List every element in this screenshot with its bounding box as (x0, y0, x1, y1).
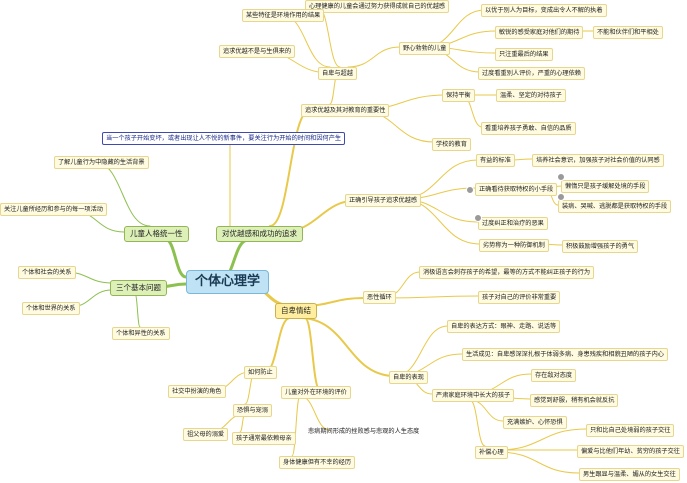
topic-node[interactable]: 严肃家庭环境中长大的孩子 (432, 389, 515, 402)
connector-line (291, 395, 301, 457)
topic-node[interactable]: 孩子通常最依赖母亲 (232, 432, 296, 445)
topic-node[interactable]: 保持平衡 (442, 89, 475, 102)
topic-node[interactable]: 只和比自己处境弱的孩子交往 (586, 424, 675, 437)
topic-node[interactable]: 追求优越不是与生俱来的 (219, 45, 296, 58)
branch-child-unity[interactable]: 儿童人格统一性 (124, 226, 189, 242)
topic-node[interactable]: 儿童对外在环境的评价 (281, 386, 351, 399)
connector-line (347, 46, 401, 68)
topic-node[interactable]: 生活成见：自卑感深深扎根于体弱多病、身患残疾和相貌丑陋的孩子内心 (462, 348, 668, 361)
topic-node[interactable]: 培养社会意识，加强孩子对社会价值的认同感 (532, 154, 664, 167)
topic-node[interactable]: 存在敌对态度 (531, 369, 577, 382)
topic-node[interactable]: 正确引导孩子追求优越感 (345, 194, 422, 207)
topic-node[interactable]: 某些特征是环境作用的结果 (242, 9, 325, 22)
topic-node[interactable]: 有益的标准 (476, 154, 515, 167)
topic-node[interactable]: 消极语言会刺存孩子的希望，最等的方式不能纠正孩子的行为 (419, 266, 595, 279)
warning-marker-icon (557, 173, 565, 181)
connector-line (497, 451, 580, 474)
topic-node[interactable]: 祖父母的溺爱 (183, 428, 229, 441)
branch-inferiority[interactable]: 自卑情结 (275, 303, 317, 319)
topic-node[interactable]: 偏爱与比他们年幼、贫穷的孩子交往 (577, 445, 684, 458)
topic-node[interactable]: 如何防止 (244, 366, 277, 379)
connector-line (299, 317, 396, 377)
branch-superiority[interactable]: 对优越感和成功的追求 (216, 226, 303, 242)
connector-line (264, 317, 291, 373)
note-node[interactable]: 当一个孩子开始变坏，或者出现让人不悦的新事件，要关注行为开始的时间和因何产生 (102, 132, 346, 145)
expand-marker-icon[interactable] (466, 186, 474, 194)
topic-node[interactable]: 野心勃勃的儿童 (399, 42, 451, 55)
connector-line (469, 399, 486, 447)
topic-node[interactable]: 敏锐的感受家庭对他们的期待 (495, 26, 584, 39)
topic-node[interactable]: 学校的教育 (432, 138, 471, 151)
topic-node[interactable]: 过度纠正和治疗的恶果 (478, 217, 548, 230)
connector-line (497, 428, 587, 451)
topic-node[interactable]: 懒惰只是孩子缓解处境的手段 (561, 180, 650, 193)
topic-node[interactable]: 感觉到舒服，稍有机会就反抗 (530, 394, 619, 407)
topic-node[interactable]: 劣势称为一种防御机制 (479, 239, 549, 252)
branch-three-problems[interactable]: 三个基本问题 (110, 280, 167, 296)
topic-node[interactable]: 社交中扮演的角色 (168, 385, 226, 398)
topic-node[interactable]: 个体和社会的关系 (18, 266, 76, 279)
topic-node[interactable]: 恶性循环 (363, 291, 396, 304)
topic-node[interactable]: 心理健康的儿童会通过努力获得成就自己的优越感 (305, 0, 450, 13)
topic-node[interactable]: 补偿心理 (475, 446, 508, 459)
root-topic[interactable]: 个体心理学 (186, 270, 270, 294)
connector-line (299, 395, 331, 431)
topic-node[interactable]: 充满嫉妒、心怀恐惧 (503, 416, 567, 429)
connector-line (281, 14, 331, 68)
topic-node[interactable]: 个体和世界的关系 (22, 302, 80, 315)
topic-node[interactable]: 自卑的表现 (389, 371, 428, 384)
topic-node[interactable]: 悲病期间形成的挫败感与悲观的人生态度 (308, 428, 420, 435)
topic-node[interactable]: 个体和异性的关系 (112, 327, 170, 340)
topic-node[interactable]: 看重培养孩子勇敢、自信的品质 (481, 122, 576, 135)
topic-node[interactable]: 追求优越及其对教育的重要性 (301, 104, 390, 117)
topic-node[interactable]: 关注儿童所经历和参与的每一项活动 (0, 203, 107, 216)
topic-node[interactable]: 过度看重别人评价，严重的心理依赖 (478, 67, 585, 80)
topic-node[interactable]: 积极鼓励增强孩子的勇气 (562, 240, 639, 253)
topic-node[interactable]: 男生跟显与温柔、媚从的女生交往 (579, 468, 680, 481)
topic-node[interactable]: 了解儿童行为中隐藏的生活背景 (54, 156, 149, 169)
topic-node[interactable]: 以优于别人为目标，变成出令人不解的执着 (481, 4, 607, 17)
connector-line (269, 109, 311, 227)
connector-line (386, 295, 479, 299)
connector-line (134, 293, 141, 328)
warning-marker-icon (557, 193, 565, 201)
connector-line (394, 325, 449, 377)
connector-line (163, 237, 188, 279)
topic-node[interactable]: 自卑的表达方式：眼神、走路、说话等 (447, 320, 561, 333)
topic-node[interactable]: 不能和伙伴们和平相处 (593, 26, 663, 39)
topic-node[interactable]: 温柔、坚定的对待孩子 (496, 89, 566, 102)
topic-node[interactable]: 装病、哭喊、逃脱都是获取特权的手段 (558, 200, 672, 213)
connector-line (94, 161, 151, 227)
collapse-marker-icon[interactable] (474, 214, 482, 222)
topic-node[interactable]: 身体健康但有不幸的经历 (279, 456, 356, 469)
topic-node[interactable]: 孩子对自己的评价非常重要 (478, 291, 561, 304)
topic-node[interactable]: 恐惧与宠溺 (233, 404, 272, 417)
topic-node[interactable]: 正确看待获取特权的小手段 (475, 183, 558, 196)
connector-line (304, 317, 321, 391)
topic-node[interactable]: 只注重最后的结果 (495, 48, 553, 61)
topic-node[interactable]: 自卑与超越 (318, 67, 357, 80)
